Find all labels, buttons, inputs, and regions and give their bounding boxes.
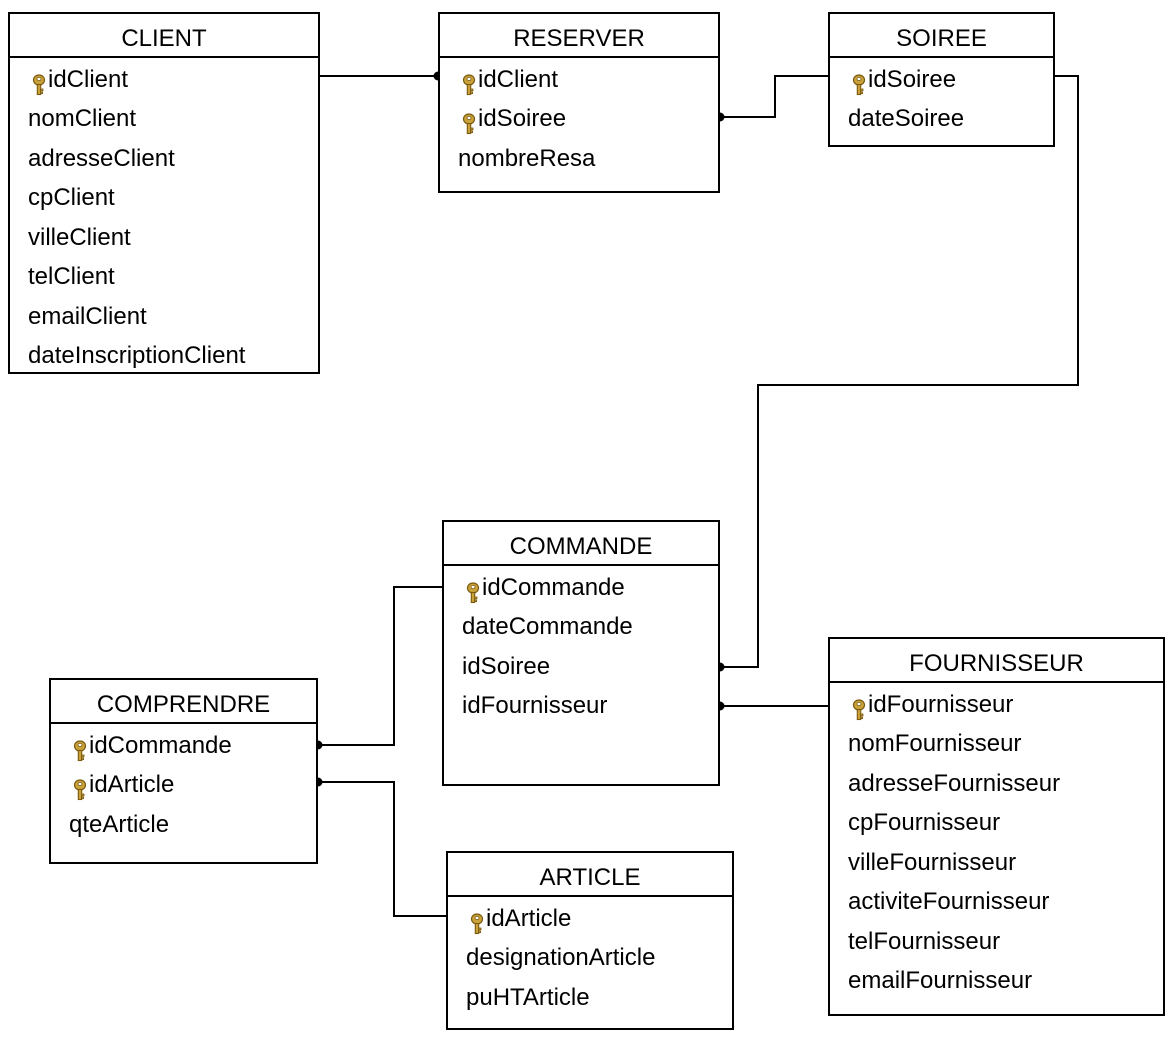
attribute-list: idArticle designationArticle puHTArticle [448, 897, 732, 1018]
attribute-label: idSoiree [462, 652, 551, 680]
attribute-row: qteArticle [51, 805, 316, 845]
attribute-label: adresseFournisseur [848, 769, 1061, 797]
entity-title: RESERVER [440, 14, 718, 58]
attribute-label: dateCommande [462, 613, 633, 641]
attribute-label: idFournisseur [868, 690, 1014, 718]
entity-title: FOURNISSEUR [830, 639, 1163, 683]
attribute-label: emailClient [28, 302, 147, 330]
attribute-row: cpFournisseur [830, 804, 1163, 844]
attribute-row: idClient [10, 60, 318, 100]
attribute-label: adresseClient [28, 144, 175, 172]
attribute-row: adresseClient [10, 139, 318, 179]
attribute-row: emailClient [10, 297, 318, 337]
attribute-label: cpClient [28, 184, 115, 212]
attribute-label: dateInscriptionClient [28, 342, 246, 370]
attribute-label: idClient [48, 65, 129, 93]
primary-key-icon [852, 69, 866, 95]
attribute-label: puHTArticle [466, 983, 590, 1011]
attribute-list: idClient nomClient adresseClient cpClient vi… [10, 58, 318, 376]
entity-client[interactable]: CLIENT idClient nomClient adresseClient cpC… [8, 12, 320, 374]
attribute-label: idArticle [89, 771, 175, 799]
attribute-row: idCommande [51, 726, 316, 766]
link-article-comprendre [318, 781, 446, 917]
attribute-row: villeClient [10, 218, 318, 258]
attribute-label: idCommande [482, 573, 625, 601]
attribute-list: idCommande idArticle qteArticle [51, 724, 316, 845]
primary-key-icon [462, 69, 476, 95]
attribute-label: cpFournisseur [848, 809, 1001, 837]
attribute-row: villeFournisseur [830, 843, 1163, 883]
primary-key-icon [852, 694, 866, 720]
attribute-row: idArticle [448, 899, 732, 939]
attribute-label: telFournisseur [848, 927, 1001, 955]
attribute-label: idClient [478, 65, 559, 93]
primary-key-icon [73, 735, 87, 761]
attribute-row: activiteFournisseur [830, 883, 1163, 923]
attribute-label: idSoiree [868, 65, 957, 93]
attribute-label: emailFournisseur [848, 967, 1033, 995]
attribute-row: nombreResa [440, 139, 718, 179]
link-soiree-commande [720, 75, 1079, 668]
attribute-list: idSoiree dateSoiree [830, 58, 1053, 139]
entity-title: ARTICLE [448, 853, 732, 897]
attribute-row: idSoiree [830, 60, 1053, 100]
entity-title: COMMANDE [444, 522, 718, 566]
attribute-label: nomFournisseur [848, 730, 1022, 758]
entity-article[interactable]: ARTICLE idArticle designationArticle puHTA… [446, 851, 734, 1030]
attribute-row: nomFournisseur [830, 725, 1163, 765]
attribute-row: emailFournisseur [830, 962, 1163, 1002]
entity-title: SOIREE [830, 14, 1053, 58]
attribute-label: nomClient [28, 105, 137, 133]
attribute-label: designationArticle [466, 944, 656, 972]
primary-key-icon [462, 108, 476, 135]
attribute-label: idCommande [89, 731, 232, 759]
attribute-label: telClient [28, 263, 115, 291]
attribute-label: qteArticle [69, 810, 170, 838]
attribute-row: telFournisseur [830, 922, 1163, 962]
primary-key-icon [32, 69, 46, 95]
primary-key-icon [466, 577, 480, 603]
attribute-list: idClient idSoiree nombreResa [440, 58, 718, 179]
entity-title: CLIENT [10, 14, 318, 58]
attribute-row: cpClient [10, 179, 318, 219]
attribute-label: nombreResa [458, 144, 596, 172]
attribute-row: idClient [440, 60, 718, 100]
attribute-row: dateCommande [444, 608, 718, 648]
entity-reserver[interactable]: RESERVER idClient idSoiree nombreResa [438, 12, 720, 193]
attribute-row: idSoiree [444, 647, 718, 687]
attribute-label: idFournisseur [462, 692, 608, 720]
attribute-label: idSoiree [478, 105, 567, 133]
attribute-row: designationArticle [448, 939, 732, 979]
link-reserver-soiree [720, 75, 828, 118]
attribute-row: puHTArticle [448, 978, 732, 1018]
attribute-row: idArticle [51, 766, 316, 806]
attribute-row: dateSoiree [830, 100, 1053, 140]
attribute-row: nomClient [10, 100, 318, 140]
primary-key-icon [470, 908, 484, 934]
attribute-row: dateInscriptionClient [10, 337, 318, 377]
attribute-label: activiteFournisseur [848, 888, 1050, 916]
attribute-label: idArticle [486, 904, 572, 932]
attribute-row: idSoiree [440, 100, 718, 140]
entity-title: COMPRENDRE [51, 680, 316, 724]
entity-fournisseur[interactable]: FOURNISSEUR idFournisseur nomFournisseur a… [828, 637, 1165, 1016]
entity-soiree[interactable]: SOIREE idSoiree dateSoiree [828, 12, 1055, 147]
attribute-label: villeFournisseur [848, 848, 1017, 876]
attribute-label: dateSoiree [848, 105, 965, 133]
entity-comprendre[interactable]: COMPRENDRE idCommande idArticle qteArticle [49, 678, 318, 864]
attribute-row: idFournisseur [444, 687, 718, 727]
attribute-row: idCommande [444, 568, 718, 608]
link-commande-comprendre [318, 586, 442, 746]
attribute-row: adresseFournisseur [830, 764, 1163, 804]
primary-key-icon [73, 774, 87, 801]
attribute-list: idCommande dateCommande idSoiree idFourniss… [444, 566, 718, 726]
attribute-list: idFournisseur nomFournisseur adresseFourni… [830, 683, 1163, 1001]
attribute-row: telClient [10, 258, 318, 298]
attribute-label: villeClient [28, 223, 131, 251]
attribute-row: idFournisseur [830, 685, 1163, 725]
